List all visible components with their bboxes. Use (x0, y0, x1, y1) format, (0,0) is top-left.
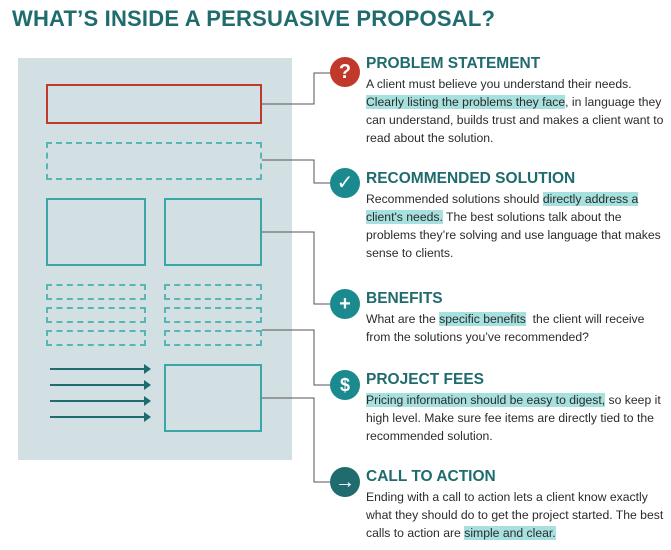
plus-icon: + (330, 289, 360, 319)
highlight: Pricing information should be easy to di… (366, 393, 606, 407)
benefit-box-left (46, 198, 146, 266)
page-title: WHAT’S INSIDE A PERSUASIVE PROPOSAL? (12, 6, 496, 31)
arrow-line-2 (50, 380, 151, 390)
section-benefits: BENEFITS What are the specific benefits … (366, 290, 666, 346)
arrow-line-4 (50, 412, 151, 422)
section-heading: BENEFITS (366, 290, 443, 307)
connector-benefits (262, 231, 334, 305)
section-heading: PROBLEM STATEMENT (366, 55, 541, 72)
connector-action (262, 397, 334, 483)
action-box (164, 364, 262, 432)
section-call-to-action: CALL TO ACTION Ending with a call to act… (366, 468, 666, 542)
section-body: What are the specific benefits the clien… (366, 312, 648, 344)
fee-row-1-left (46, 284, 146, 300)
section-heading: PROJECT FEES (366, 371, 484, 388)
proposal-document-illustration (18, 58, 292, 460)
problem-block (46, 84, 262, 124)
question-icon: ? (330, 57, 360, 87)
checkmark-icon: ✓ (330, 168, 360, 198)
section-body: Pricing information should be easy to di… (366, 393, 661, 443)
fee-row-2-right (164, 307, 262, 323)
connector-fees (262, 329, 334, 386)
benefit-box-right (164, 198, 262, 266)
dollar-icon: $ (330, 370, 360, 400)
section-heading: CALL TO ACTION (366, 468, 496, 485)
section-body: Ending with a call to action lets a clie… (366, 490, 664, 540)
section-problem-statement: PROBLEM STATEMENT A client must believe … (366, 55, 666, 147)
arrow-line-1 (50, 364, 151, 374)
connector-solution (262, 159, 334, 184)
connector-problem (262, 72, 334, 105)
fee-row-3-left (46, 330, 146, 346)
arrow-right-icon: → (330, 467, 360, 497)
highlight: specific benefits (439, 312, 526, 326)
solution-block (46, 142, 262, 180)
highlight: simple and clear. (464, 526, 556, 540)
section-project-fees: PROJECT FEES Pricing information should … (366, 371, 666, 445)
arrow-line-3 (50, 396, 151, 406)
section-heading: RECOMMENDED SOLUTION (366, 170, 576, 187)
section-recommended-solution: RECOMMENDED SOLUTION Recommended solutio… (366, 170, 666, 262)
section-body: Recommended solutions should directly ad… (366, 192, 661, 260)
highlight: Clearly listing the problems they face (366, 95, 566, 109)
fee-row-2-left (46, 307, 146, 323)
section-body: A client must believe you understand the… (366, 77, 664, 145)
fee-row-3-right (164, 330, 262, 346)
fee-row-1-right (164, 284, 262, 300)
